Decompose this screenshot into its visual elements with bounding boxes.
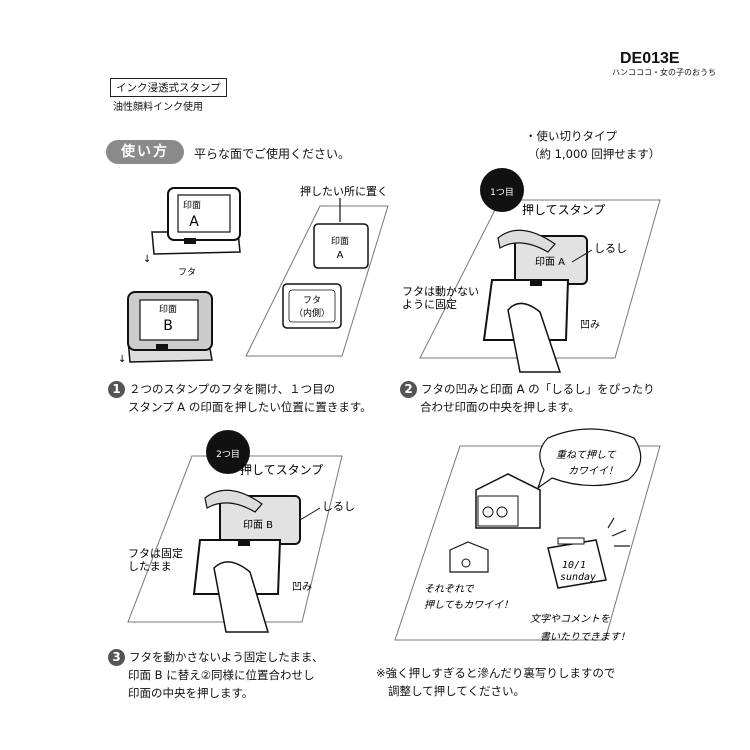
step-3-line-2: 印面 B に替え②同様に位置合わせし xyxy=(128,668,315,682)
lid-inner-sub: （内側） xyxy=(294,307,330,319)
write-line-2: 書いたりできます！ xyxy=(540,631,630,643)
bubble-line-2: カワイイ！ xyxy=(568,466,618,477)
product-code: DE013E xyxy=(620,50,680,67)
holding-hand xyxy=(507,302,562,373)
stamp-b-mark xyxy=(156,344,168,350)
stamp-b-face-label: 印面 xyxy=(159,303,177,315)
calendar-date: 10/1 xyxy=(562,560,586,571)
lid-label: フタ xyxy=(178,267,196,278)
notch-label: 凹み xyxy=(292,582,312,593)
panel-2-illustration: 1つ目 押してスタンプ 印面 A しるし フタは動かない ように固定 凹み xyxy=(402,168,661,373)
girl-face-icon xyxy=(461,558,471,568)
stamp-b-letter: B xyxy=(163,318,173,334)
panel-1-illustration: 印面 A フタ ↓ 印面 B ↓ 押したい所に置く 印面 A フタ （内側） xyxy=(118,184,389,365)
calendar-ring-icon xyxy=(557,537,585,545)
step-badge-2 xyxy=(206,430,250,474)
ink-type-label: インク浸透式スタンプ xyxy=(110,78,227,97)
step-3-line-1: フタを動かさないよう固定したまま、 xyxy=(129,650,324,664)
step-1-line-2: スタンプ A の印面を押したい位置に置きます。 xyxy=(128,400,372,414)
mark-label: しるし xyxy=(594,242,627,255)
place-label: 押したい所に置く xyxy=(300,184,388,198)
alignment-mark xyxy=(530,280,542,286)
paper-face-a-letter: A xyxy=(337,250,344,261)
brand-name: ハンコココ・女の子のおうち xyxy=(612,68,716,77)
holding-hand xyxy=(213,561,270,633)
each-line-1: それぞれで xyxy=(424,584,475,595)
notch-label: 凹み xyxy=(580,320,600,331)
badge-text: 1つ目 xyxy=(490,187,514,198)
girl-face-icon xyxy=(482,506,494,518)
arrow-down-icon: ↓ xyxy=(118,354,126,365)
sparkle-icon xyxy=(607,517,615,529)
step-3-line-3: 印面の中央を押します。 xyxy=(128,686,254,700)
press-label: 押してスタンプ xyxy=(240,463,323,477)
stamp-a-face-label: 印面 xyxy=(183,199,201,211)
step-1-line-1: ２つのスタンプのフタを開け、１つ目の xyxy=(129,382,336,396)
write-line-1: 文字やコメントを xyxy=(530,613,610,625)
step-number: 2 xyxy=(400,381,417,398)
fixed-label-2: ように固定 xyxy=(402,297,457,311)
note-line-2: 調整して押してください。 xyxy=(388,684,525,698)
paper-face-a xyxy=(313,223,369,269)
sparkle-icon xyxy=(611,529,627,537)
pressing-hand xyxy=(204,489,263,513)
speech-bubble xyxy=(536,428,642,490)
fixed-label-2: したまま xyxy=(128,560,172,573)
note-line-1: ※強く押しすぎると滲んだり裏写りしますので xyxy=(376,666,616,680)
alignment-mark xyxy=(238,540,250,546)
paper-face-a-label: 印面 xyxy=(331,235,349,247)
ink-note: 油性顔料インク使用 xyxy=(113,102,203,113)
calendar-day: sunday xyxy=(560,572,596,583)
stamp-a-mark xyxy=(184,238,196,244)
step-3: 3 フタを動かさないよう固定したまま、 印面 B に替え②同様に位置合わせし 印面… xyxy=(108,648,323,702)
press-label: 押してスタンプ xyxy=(522,203,605,217)
usage-instruction: 平らな面でご使用ください。 xyxy=(194,147,351,161)
arrow-down-icon: ↓ xyxy=(143,254,151,265)
step-2-line-1: フタの凹みと印面 A の「しるし」をぴったり xyxy=(421,382,655,396)
count-line: （約 1,000 回押せます） xyxy=(528,147,661,161)
mark-label: しるし xyxy=(322,500,355,513)
lid-inner-label: フタ xyxy=(303,295,321,306)
bubble-line-1: 重ねて押して xyxy=(556,449,617,461)
lid-inner-rim xyxy=(288,289,336,323)
fixed-label-1: フタは固定 xyxy=(128,546,183,560)
pointer-line xyxy=(299,507,321,521)
caution-note: ※強く押しすぎると滲んだり裏写りしますので 調整して押してください。 xyxy=(376,664,615,700)
panel-3-illustration: 2つ目 押してスタンプ 印面 B しるし フタは固定 したまま 凹み xyxy=(127,430,355,633)
pressing-hand xyxy=(497,229,556,253)
step-number: 1 xyxy=(108,381,125,398)
pointer-line xyxy=(571,249,593,263)
panel-4-illustration: 重ねて押して カワイイ！ それぞれで 押してもカワイイ！ 10/1 sunday… xyxy=(394,428,661,643)
each-line-2: 押してもカワイイ！ xyxy=(424,599,513,611)
stamp-a-label: 印面 A xyxy=(535,256,565,268)
type-line: ・使い切りタイプ xyxy=(525,129,617,143)
stamp-a-letter: A xyxy=(189,214,199,230)
step-number: 3 xyxy=(108,649,125,666)
fixed-label-1: フタは動かない xyxy=(402,284,479,298)
small-house-stamp-icon xyxy=(449,541,489,573)
stamp-b-label: 印面 B xyxy=(243,519,273,531)
step-2-line-2: 合わせ印面の中央を押します。 xyxy=(420,400,580,414)
step-badge-1 xyxy=(480,168,524,212)
step-2: 2 フタの凹みと印面 A の「しるし」をぴったり 合わせ印面の中央を押します。 xyxy=(400,380,655,416)
usage-pill: 使い方 xyxy=(106,140,184,164)
stamp-a-face xyxy=(177,194,231,233)
girl-face-icon xyxy=(496,506,508,518)
badge-text: 2つ目 xyxy=(216,449,240,460)
step-1: 1 ２つのスタンプのフタを開け、１つ目の スタンプ A の印面を押したい位置に置き… xyxy=(108,380,372,416)
stamp-b-face xyxy=(139,299,199,341)
